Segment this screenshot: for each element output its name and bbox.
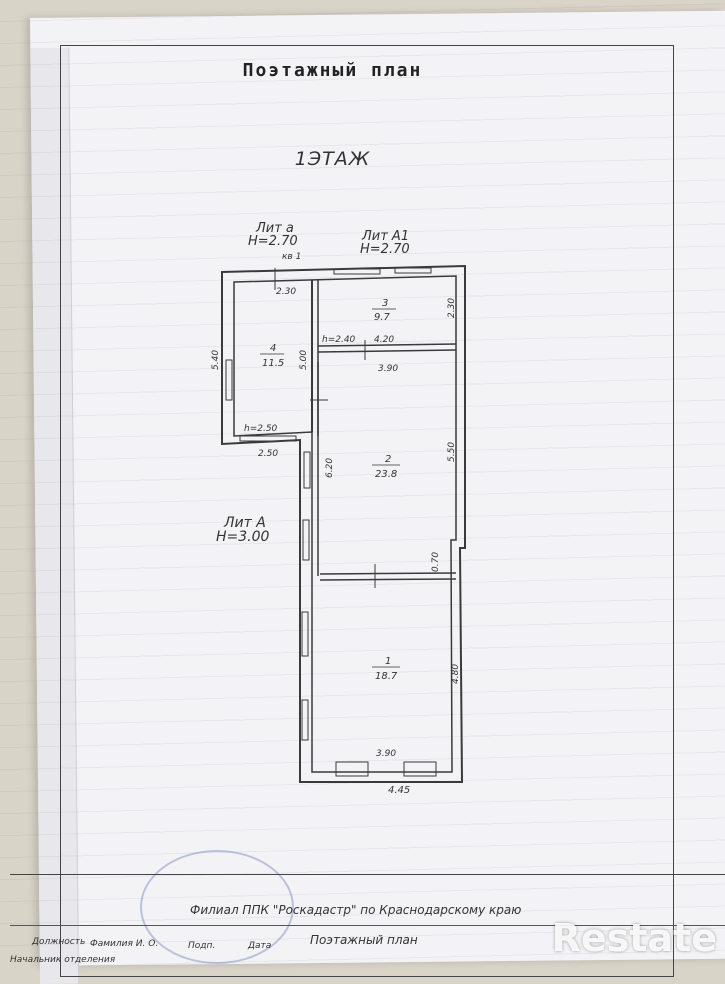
liter-a1-height: H=2.70: [360, 242, 410, 257]
dim-r2-left: 6.20: [325, 458, 335, 478]
dim-r1-right: 4.80: [451, 664, 461, 684]
dim-r3-right: 2.30: [447, 298, 457, 318]
room-2-area: 23.8: [375, 469, 397, 480]
liter-a-height: H=3.00: [216, 529, 270, 545]
room-1-number: 1: [385, 656, 391, 667]
dim-r2-right: 5.50: [447, 442, 457, 462]
dim-r1-bottom: 3.90: [376, 749, 396, 759]
room-1-area: 18.7: [375, 671, 398, 682]
dim-r4-h: h=2.50: [244, 424, 278, 434]
dim-r4-top: 2.30: [276, 287, 296, 297]
col-name: Фамилия И. О.: [90, 939, 159, 949]
liter-a-small-name: Лит а: [255, 221, 294, 236]
organization-name: Филиал ППК "Роскадастр" по Краснодарском…: [190, 903, 522, 917]
dim-r3-h: h=2.40: [322, 335, 356, 345]
apartment-label: кв 1: [282, 252, 301, 262]
liter-a1-name: Лит А1: [361, 229, 409, 244]
title-block: Филиал ППК "Роскадастр" по Краснодарском…: [10, 874, 725, 967]
dim-r4-bottom: 2.50: [258, 449, 278, 459]
liter-a-small-height: H=2.70: [248, 234, 298, 249]
room-4-number: 4: [270, 343, 276, 354]
restate-watermark: Restate: [551, 916, 717, 960]
document-title: Поэтажный план: [242, 60, 423, 81]
floor-label: 1ЭТАЖ: [294, 148, 371, 170]
seal-stamp: [140, 850, 294, 964]
col-position: Должность: [32, 937, 86, 947]
dim-r2-offset: 0.70: [431, 552, 441, 572]
room-3-number: 3: [382, 298, 388, 309]
dim-r4-right: 5.00: [299, 350, 309, 370]
dim-total-width: 4.45: [388, 785, 410, 796]
plan-name: Поэтажный план: [310, 933, 418, 947]
room-2-number: 2: [385, 454, 391, 465]
col-date: Дата: [248, 941, 272, 951]
dim-r3-width: 4.20: [374, 335, 394, 345]
title-block-row: [10, 925, 725, 926]
dim-r4-left: 5.40: [211, 350, 221, 370]
dim-r2-top: 3.90: [378, 364, 398, 374]
liter-a-name: Лит А: [223, 515, 266, 531]
room-3-area: 9.7: [374, 312, 391, 323]
room-4-area: 11.5: [262, 358, 284, 369]
col-signature: Подп.: [188, 941, 216, 951]
row-head: Начальник отделения: [10, 955, 116, 965]
